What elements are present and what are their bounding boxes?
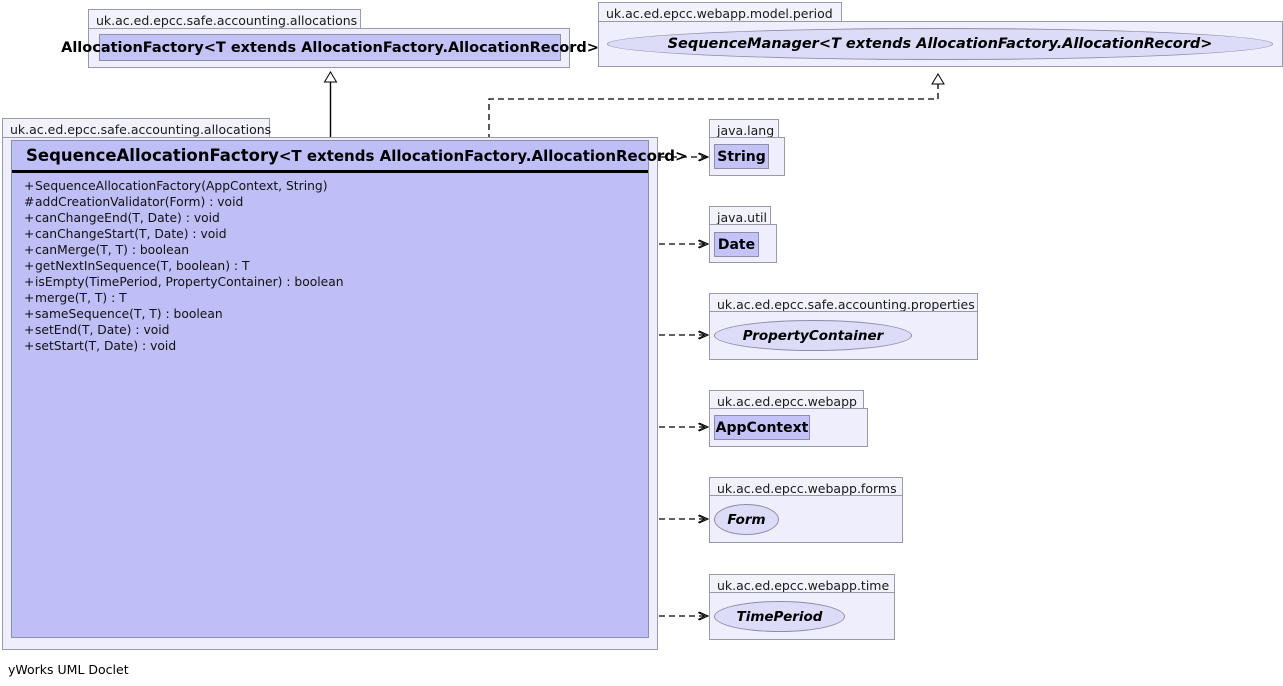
node-property-container[interactable]: PropertyContainer: [714, 320, 912, 351]
member-visibility: +: [24, 291, 35, 305]
node-allocation-factory[interactable]: AllocationFactory<T extends AllocationFa…: [61, 34, 599, 61]
member-visibility: +: [24, 307, 35, 321]
package-label-top-left: uk.ac.ed.epcc.safe.accounting.allocation…: [88, 9, 361, 28]
node-date[interactable]: Date: [714, 232, 759, 257]
package-label-main: uk.ac.ed.epcc.safe.accounting.allocation…: [2, 118, 271, 137]
member-list: +SequenceAllocationFactory(AppContext, S…: [12, 173, 648, 354]
member-signature: merge(T, T) : T: [35, 291, 127, 305]
node-time-period-label: TimePeriod: [736, 608, 823, 625]
member-visibility: +: [24, 227, 35, 241]
node-string-label: String: [717, 148, 766, 165]
member-visibility: +: [24, 275, 35, 289]
node-property-container-label: PropertyContainer: [742, 327, 884, 344]
package-label-java-util: java.util: [709, 206, 771, 224]
member-row: #addCreationValidator(Form) : void: [12, 194, 648, 210]
member-visibility: +: [24, 259, 35, 273]
package-label-webapp: uk.ac.ed.epcc.webapp: [709, 390, 864, 408]
member-row: +canChangeStart(T, Date) : void: [12, 226, 648, 242]
member-row: +setStart(T, Date) : void: [12, 338, 648, 354]
member-signature: setStart(T, Date) : void: [35, 339, 177, 353]
node-sequence-allocation-factory-header: SequenceAllocationFactory<T extends Allo…: [12, 141, 688, 173]
node-sequence-allocation-factory[interactable]: SequenceAllocationFactory<T extends Allo…: [11, 140, 688, 638]
member-row: +getNextInSequence(T, boolean) : T: [12, 258, 648, 274]
member-signature: canChangeStart(T, Date) : void: [35, 227, 227, 241]
member-visibility: +: [24, 211, 35, 225]
member-row: +sameSequence(T, T) : boolean: [12, 306, 648, 322]
footer-label: yWorks UML Doclet: [8, 662, 129, 677]
node-sequence-manager-label: SequenceManager<T extends AllocationFact…: [667, 36, 1213, 52]
node-string[interactable]: String: [714, 144, 769, 169]
member-row: +setEnd(T, Date) : void: [12, 322, 648, 338]
member-signature: setEnd(T, Date) : void: [35, 323, 170, 337]
node-time-period[interactable]: TimePeriod: [714, 601, 845, 632]
package-label-top-right: uk.ac.ed.epcc.webapp.model.period: [598, 2, 842, 21]
node-sequence-allocation-factory-name: SequenceAllocationFactory: [26, 146, 279, 165]
member-row: +SequenceAllocationFactory(AppContext, S…: [12, 178, 648, 194]
node-app-context-label: AppContext: [715, 419, 809, 436]
node-form[interactable]: Form: [714, 504, 779, 535]
member-visibility: +: [24, 179, 35, 193]
member-signature: canMerge(T, T) : boolean: [35, 243, 190, 257]
node-allocation-factory-label: AllocationFactory<T extends AllocationFa…: [61, 39, 599, 56]
member-signature: addCreationValidator(Form) : void: [35, 195, 244, 209]
member-signature: isEmpty(TimePeriod, PropertyContainer) :…: [35, 275, 344, 289]
member-row: +merge(T, T) : T: [12, 290, 648, 306]
member-row: +canMerge(T, T) : boolean: [12, 242, 648, 258]
node-app-context[interactable]: AppContext: [714, 415, 810, 440]
member-visibility: +: [24, 323, 35, 337]
node-form-label: Form: [727, 511, 766, 528]
member-visibility: #: [24, 195, 35, 209]
member-signature: sameSequence(T, T) : boolean: [35, 307, 223, 321]
member-visibility: +: [24, 339, 35, 353]
package-label-time: uk.ac.ed.epcc.webapp.time: [709, 574, 895, 592]
member-signature: canChangeEnd(T, Date) : void: [35, 211, 220, 225]
member-visibility: +: [24, 243, 35, 257]
node-sequence-allocation-factory-typeparams: <T extends AllocationFactory.AllocationR…: [278, 146, 688, 165]
member-row: +isEmpty(TimePeriod, PropertyContainer) …: [12, 274, 648, 290]
member-row: +canChangeEnd(T, Date) : void: [12, 210, 648, 226]
package-label-java-lang: java.lang: [709, 119, 779, 137]
package-label-properties: uk.ac.ed.epcc.safe.accounting.properties: [709, 293, 978, 311]
package-label-forms: uk.ac.ed.epcc.webapp.forms: [709, 477, 903, 495]
member-signature: SequenceAllocationFactory(AppContext, St…: [35, 179, 328, 193]
node-date-label: Date: [717, 236, 756, 253]
member-signature: getNextInSequence(T, boolean) : T: [35, 259, 250, 273]
node-sequence-manager[interactable]: SequenceManager<T extends AllocationFact…: [607, 28, 1273, 60]
